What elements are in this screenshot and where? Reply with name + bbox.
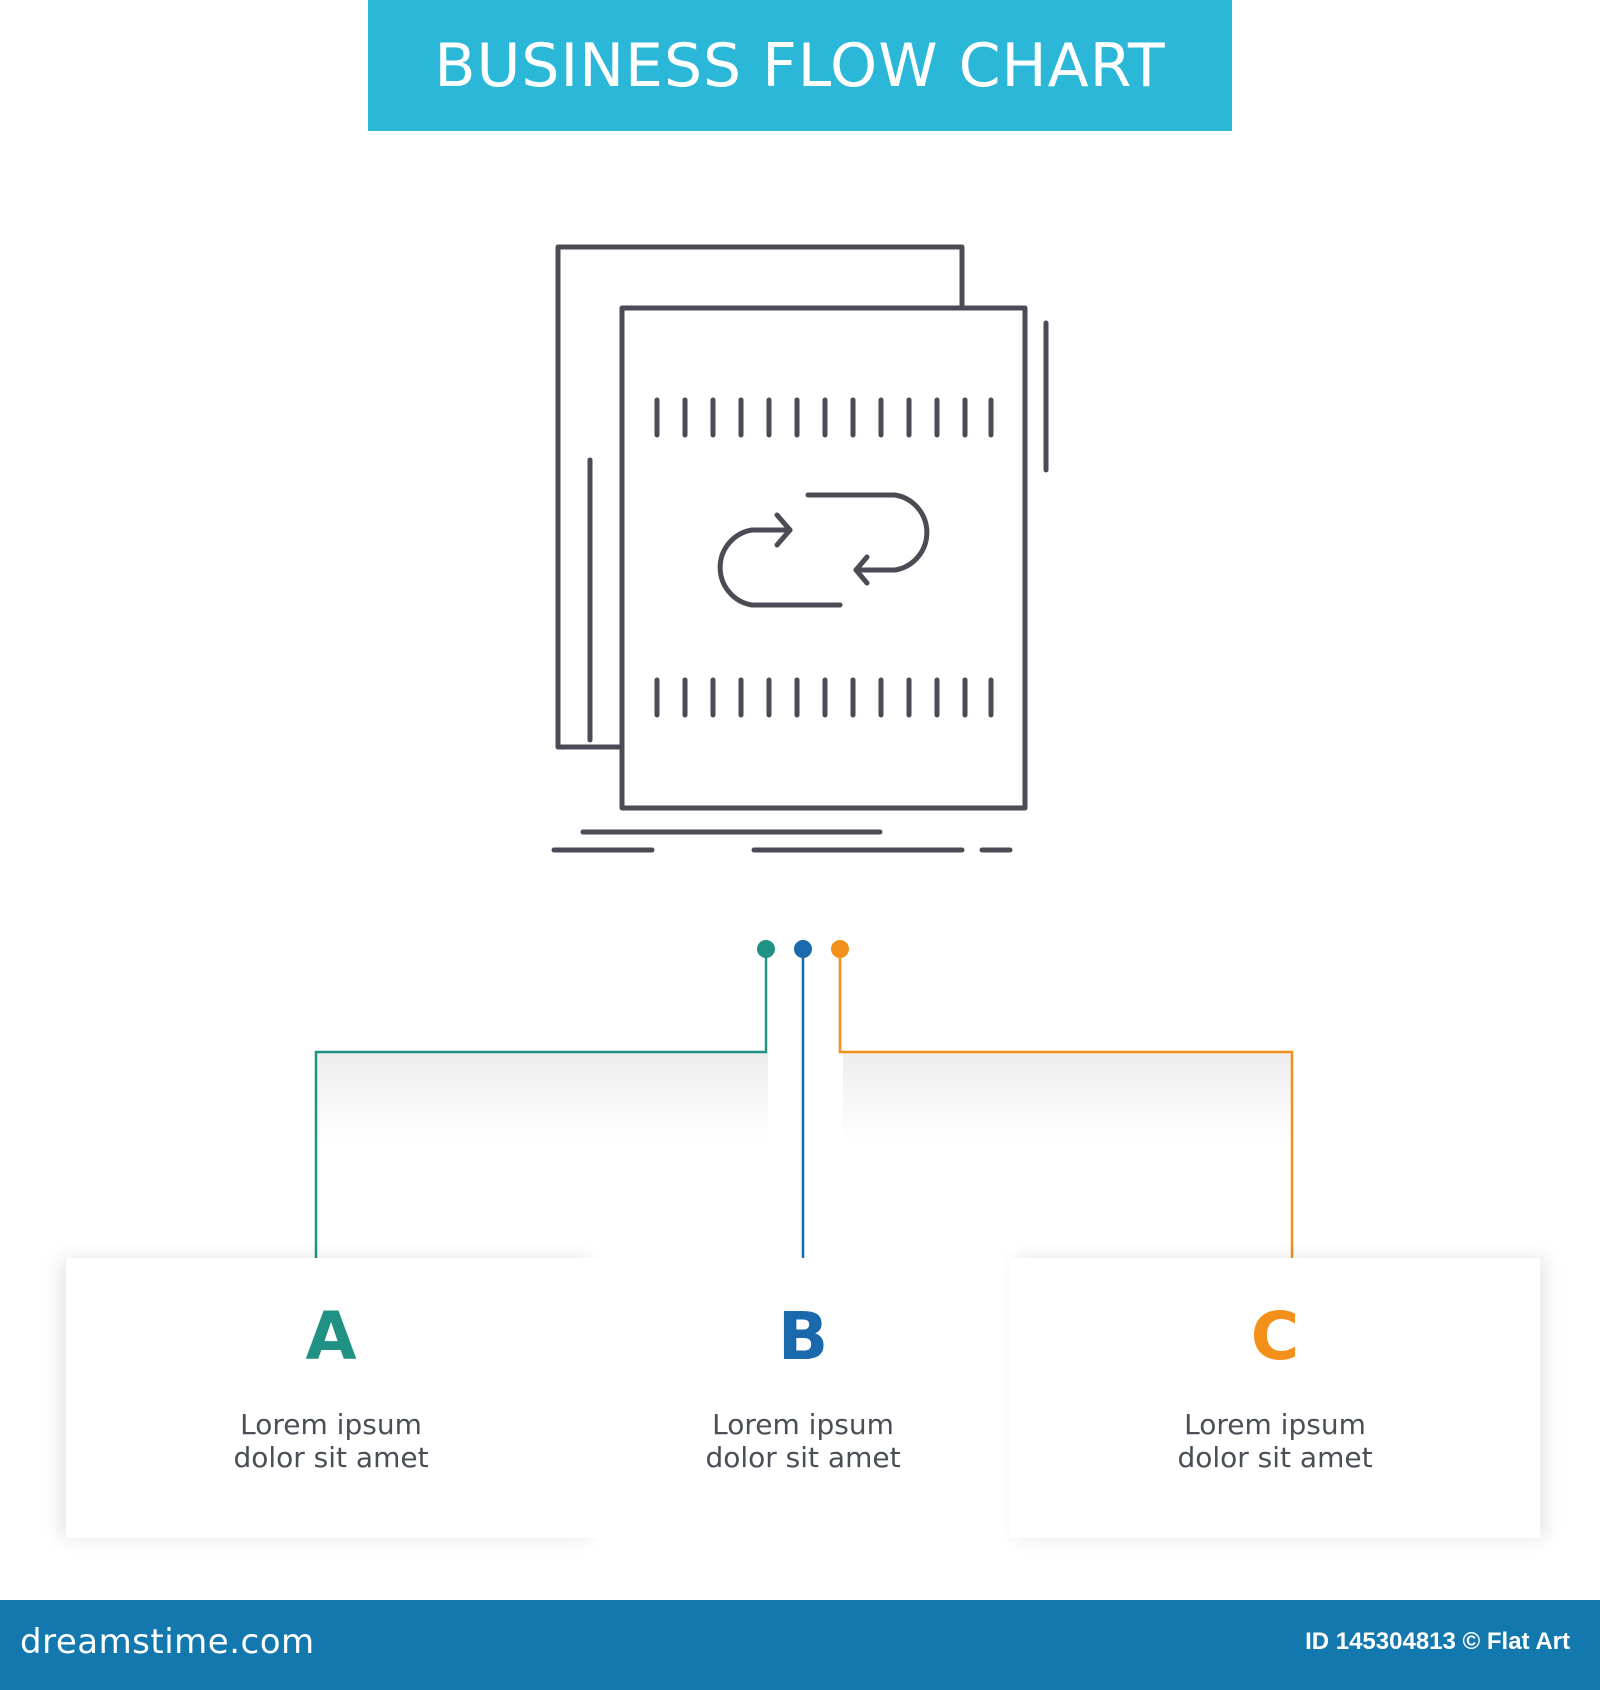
card-b-line2: dolor sit amet — [705, 1441, 901, 1474]
card-a-line2: dolor sit amet — [233, 1441, 429, 1474]
sync-arrow-left — [717, 527, 843, 608]
sync-arrow-left-head — [774, 512, 793, 548]
card-b-text: Lorem ipsum dolor sit amet — [596, 1408, 1010, 1474]
bottom-ticks — [654, 677, 994, 718]
connector-c — [838, 949, 1294, 1278]
sync-arrow-right — [805, 492, 930, 573]
card-c-line1: Lorem ipsum — [1184, 1408, 1366, 1441]
band-a — [316, 1052, 768, 1142]
footer-bar: dreamstime.com ID 145304813 © Flat Art — [0, 1600, 1600, 1690]
card-b-line1: Lorem ipsum — [712, 1408, 894, 1441]
page-title: BUSINESS FLOW CHART — [434, 30, 1166, 101]
band-c — [843, 1052, 1293, 1142]
card-a-text: Lorem ipsum dolor sit amet — [66, 1408, 596, 1474]
connector-lines — [314, 940, 1294, 1278]
connector-a — [314, 949, 768, 1278]
title-banner: BUSINESS FLOW CHART — [368, 0, 1232, 131]
sync-arrow-right-head — [853, 554, 870, 586]
footer-credit: ID 145304813 © Flat Art — [1305, 1628, 1570, 1655]
card-c-letter: C — [1250, 1298, 1300, 1375]
top-ticks — [654, 397, 994, 438]
card-a-letter: A — [305, 1298, 357, 1375]
card-c-line2: dolor sit amet — [1177, 1441, 1373, 1474]
card-b-letter: B — [777, 1298, 829, 1375]
flow-documents-sync-icon — [551, 244, 1049, 853]
card-b: B Lorem ipsum dolor sit amet — [596, 1258, 1010, 1538]
card-a: A Lorem ipsum dolor sit amet — [66, 1258, 596, 1538]
card-a-line1: Lorem ipsum — [240, 1408, 422, 1441]
card-c-text: Lorem ipsum dolor sit amet — [1010, 1408, 1540, 1474]
front-document — [619, 305, 1028, 811]
footer-logo: dreamstime.com — [20, 1622, 315, 1662]
back-document — [555, 244, 965, 750]
card-c: C Lorem ipsum dolor sit amet — [1010, 1258, 1540, 1538]
